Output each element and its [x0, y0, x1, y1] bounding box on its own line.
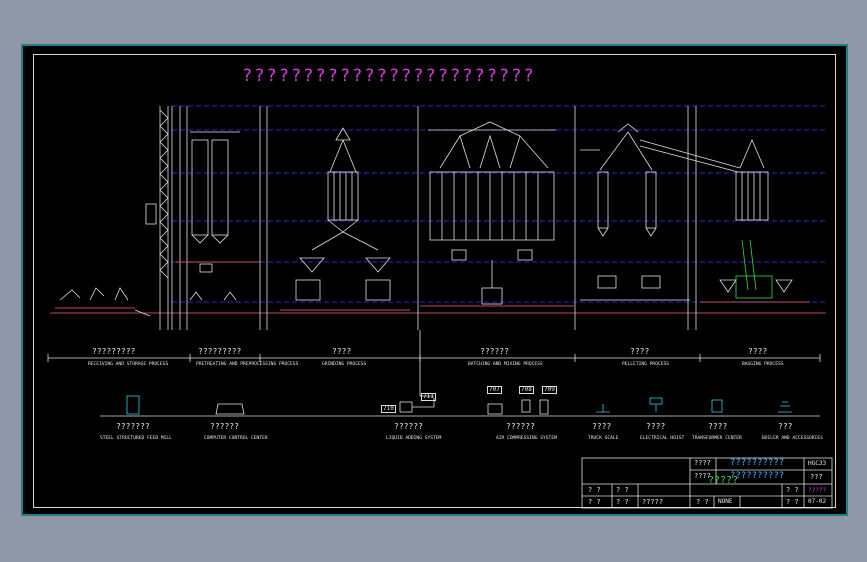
tb-r4c3: NONE — [718, 498, 733, 505]
tb-r3c1: ? ? — [786, 486, 799, 494]
control-center-icon — [215, 403, 245, 415]
tb-r3c2: ????? — [808, 487, 827, 494]
equipment-label-transformer: TRANSFORMER CENTER — [692, 436, 742, 441]
section-q-batching: ?????? — [480, 347, 509, 356]
section-q-pelleting: ???? — [630, 347, 650, 356]
equipment-q-feed-mill: ??????? — [116, 422, 150, 431]
tb-r4c4: ? ? — [786, 498, 799, 506]
tb-r4c1: ????? — [642, 498, 664, 506]
section-q-bagging: ???? — [748, 347, 768, 356]
section-q-grinding: ???? — [332, 347, 352, 356]
tb-r1c1: ???? — [694, 459, 711, 467]
pelleting-equipment — [580, 106, 697, 330]
section-q-receiving: ????????? — [92, 347, 136, 356]
equipment-q-control-center: ?????? — [210, 422, 239, 431]
equipment-label-control-center: COMPUTER CONTROL CENTER — [204, 436, 268, 441]
bagging-equipment — [639, 138, 810, 303]
drawing-title: ???????????????????????? — [242, 66, 536, 86]
tb-r2c3: ??? — [810, 473, 823, 481]
equipment-label-liquid: LIQUID ADDING SYSTEM — [386, 436, 442, 441]
equipment-label-hoist: ELECTRICAL HOIST — [640, 436, 685, 441]
tb-r4a1: ? ? — [588, 498, 601, 506]
section-label-pretreating: PRETREATING AND PREPROCESSING PROCESS — [196, 362, 299, 367]
tb-r2c1: ???? — [694, 472, 711, 480]
section-label-receiving: RECEIVING AND STORAGE PROCESS — [88, 362, 169, 367]
receiving-equipment — [55, 106, 181, 330]
pretreating-equipment — [176, 106, 268, 330]
equipment-q-hoist: ???? — [646, 422, 666, 431]
section-label-batching: BATCHING AND MIXING PROCESS — [468, 362, 543, 367]
callout-708: 708 — [519, 386, 534, 394]
section-label-pelleting: PELLETING PROCESS — [622, 362, 670, 367]
title-block — [581, 457, 833, 509]
compressor-icon — [487, 403, 503, 415]
tb-r4c2: ? ? — [696, 498, 709, 506]
equipment-q-liquid: ?????? — [394, 422, 423, 431]
equipment-q-boiler: ??? — [778, 422, 793, 431]
drawing-frame — [21, 44, 848, 516]
section-label-bagging: BAGGING PROCESS — [742, 362, 784, 367]
equipment-q-air: ?????? — [506, 422, 535, 431]
callout-711: 711 — [421, 393, 436, 401]
truck-scale-icon — [596, 404, 610, 413]
tb-r1c2: ?????????? — [730, 458, 785, 468]
boiler-icon — [778, 401, 792, 413]
feed-mill-icon — [126, 395, 140, 415]
hoist-icon — [649, 397, 663, 405]
tb-r1c3: HGC33 — [808, 460, 827, 467]
tb-r3a1: ? ? — [588, 486, 601, 494]
section-scale-line — [47, 354, 821, 362]
section-label-grinding: GRINDING PROCESS — [322, 362, 367, 367]
equipment-label-air: AIR COMPRESSING SYSTEM — [496, 436, 557, 441]
section-q-pretreating: ????????? — [198, 347, 242, 356]
equipment-label-boiler: BOILER AND ACCESSORIES — [762, 436, 823, 441]
tb-green: ????? — [708, 475, 739, 486]
liquid-line — [419, 330, 434, 397]
equipment-q-transformer: ???? — [708, 422, 728, 431]
equipment-q-truck-scale: ???? — [592, 422, 612, 431]
transformer-icon — [711, 399, 723, 413]
equipment-label-truck-scale: TRUCK SCALE — [588, 436, 619, 441]
tb-r4a2: ? ? — [616, 498, 629, 506]
callout-709: 709 — [542, 386, 557, 394]
callout-707: 707 — [487, 386, 502, 394]
drawing-border — [33, 54, 836, 508]
equipment-label-feed-mill: STEEL STRUCTURED FEED MILL — [100, 436, 172, 441]
callout-710: 710 — [381, 405, 396, 413]
grinding-equipment — [280, 106, 419, 330]
batching-equipment — [420, 106, 576, 330]
floor-level-lines — [172, 105, 826, 303]
tb-r4c5: 07-02 — [808, 498, 827, 505]
tb-r2c2: ?????????? — [730, 471, 785, 481]
tb-r3a2: ? ? — [616, 486, 629, 494]
liquid-tank-icon — [399, 401, 413, 413]
